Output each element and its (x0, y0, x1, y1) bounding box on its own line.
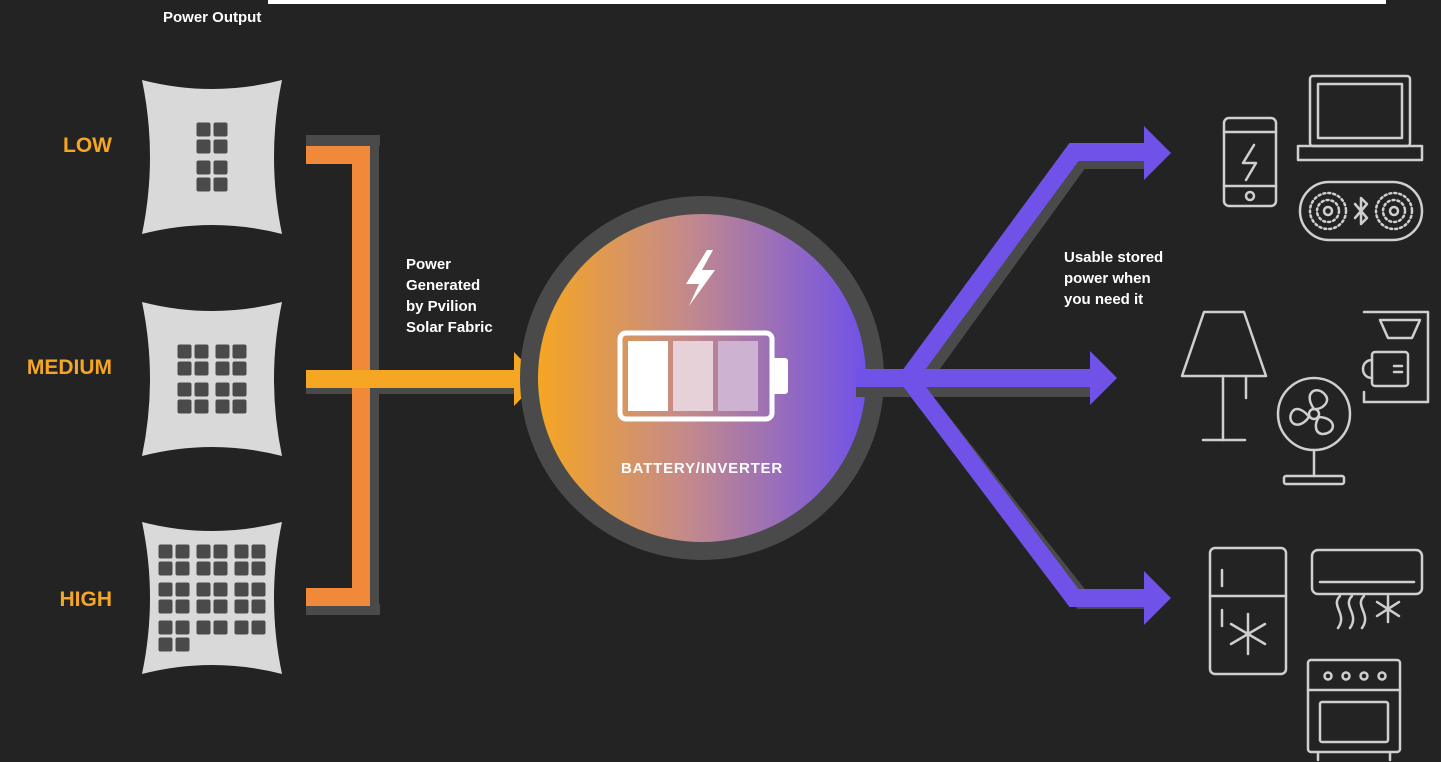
solar-cell (251, 599, 266, 614)
solar-cell (196, 599, 211, 614)
solar-cell (177, 344, 192, 359)
solar-cell (196, 139, 211, 154)
output-description: Usable stored power when you need it (1064, 249, 1167, 308)
solar-cell (251, 544, 266, 559)
output-arrow-top (1144, 126, 1171, 180)
solar-cell (251, 582, 266, 597)
solar-panel-high (142, 522, 282, 674)
solar-cell (194, 382, 209, 397)
solar-cell (234, 582, 249, 597)
solar-cell (194, 344, 209, 359)
solar-cell (213, 582, 228, 597)
solar-cell (234, 561, 249, 576)
battery-charge-cell (628, 341, 668, 411)
input-power-bracket (306, 135, 540, 615)
lamp-icon (1180, 310, 1268, 442)
solar-cell (158, 637, 173, 652)
input-description: Power Generated by Pvilion Solar Fabric (406, 256, 493, 336)
solar-cell (213, 561, 228, 576)
solar-cell (215, 344, 230, 359)
solar-cell (196, 122, 211, 137)
solar-cell (196, 160, 211, 175)
stove-icon (1306, 658, 1402, 762)
solar-cell (213, 544, 228, 559)
output-distribution-arrows (856, 126, 1171, 625)
solar-cell (175, 561, 190, 576)
solar-cell (196, 582, 211, 597)
solar-cell (175, 637, 190, 652)
solar-cell (215, 361, 230, 376)
solar-cell (196, 177, 211, 192)
solar-cell (215, 399, 230, 414)
solar-cell (232, 399, 247, 414)
solar-cell (234, 620, 249, 635)
solar-cell (251, 620, 266, 635)
solar-cell (213, 599, 228, 614)
solar-cell (232, 344, 247, 359)
solar-cell (196, 544, 211, 559)
solar-cell (158, 582, 173, 597)
solar-cell (175, 544, 190, 559)
refrigerator-icon (1208, 546, 1288, 676)
battery-inverter-orb: BATTERY/INVERTER (520, 196, 884, 560)
solar-cell (158, 561, 173, 576)
solar-cell (213, 177, 228, 192)
laptop-icon (1296, 74, 1424, 162)
solar-cell (158, 599, 173, 614)
solar-cell (175, 620, 190, 635)
battery-terminal (772, 358, 788, 394)
solar-panel-medium (142, 302, 282, 456)
bluetooth-speaker-icon (1298, 180, 1424, 242)
solar-cell (175, 582, 190, 597)
lightning-bolt-icon (686, 250, 715, 306)
solar-cell (213, 139, 228, 154)
solar-cell (213, 122, 228, 137)
solar-cell (215, 382, 230, 397)
solar-cell (234, 599, 249, 614)
fan-icon (1276, 376, 1352, 486)
solar-cell (158, 544, 173, 559)
level-label-low: LOW (63, 134, 112, 157)
solar-cell (177, 399, 192, 414)
output-arrow-bottom (1144, 571, 1171, 625)
solar-cell (177, 382, 192, 397)
level-label-medium: MEDIUM (27, 356, 112, 379)
solar-panel-low (142, 80, 282, 234)
solar-cell (175, 599, 190, 614)
coffee-maker-icon (1361, 310, 1430, 404)
solar-cell (196, 561, 211, 576)
solar-cell (234, 544, 249, 559)
solar-cell (232, 361, 247, 376)
air-conditioner-icon (1310, 548, 1424, 630)
battery-charge-cell (673, 341, 713, 411)
level-label-high: HIGH (60, 588, 113, 611)
page-title: Power Output (163, 9, 261, 26)
solar-cell (251, 561, 266, 576)
solar-cell (194, 361, 209, 376)
solar-cell (177, 361, 192, 376)
solar-cell (158, 620, 173, 635)
solar-cell (194, 399, 209, 414)
solar-cell (213, 620, 228, 635)
output-arrow-middle (1090, 351, 1117, 405)
top-bar (268, 0, 1386, 4)
solar-cell (196, 620, 211, 635)
solar-cell (232, 382, 247, 397)
battery-label: BATTERY/INVERTER (621, 460, 783, 477)
solar-cell (213, 160, 228, 175)
battery-charge-cell (718, 341, 758, 411)
smartphone-icon (1222, 116, 1278, 208)
